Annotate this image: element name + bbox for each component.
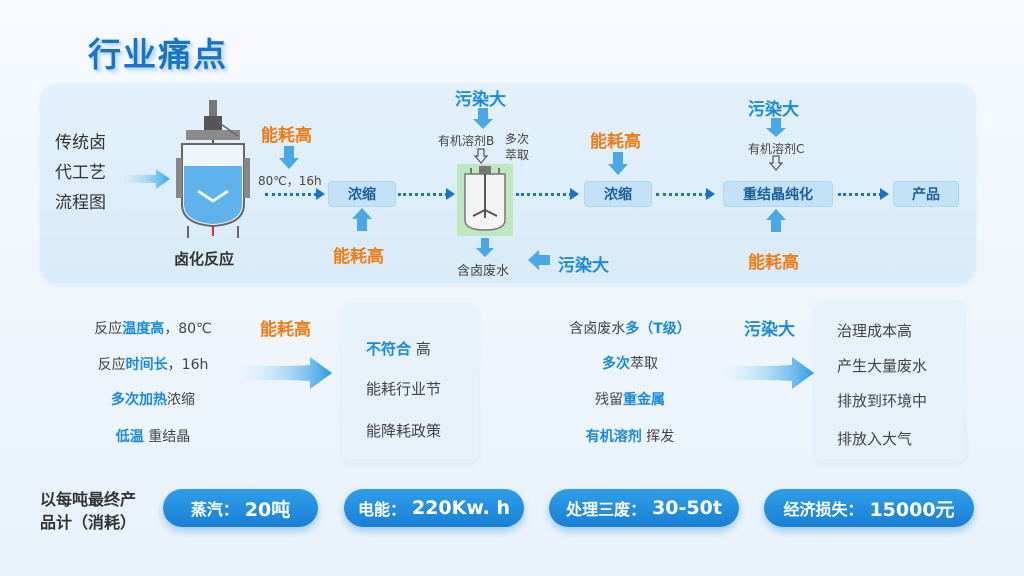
step-recrystallize: 重结晶纯化 bbox=[723, 181, 833, 207]
down-arrow-icon bbox=[476, 238, 494, 257]
reactor-label: 卤化反应 bbox=[174, 250, 235, 268]
left-arrow-icon bbox=[528, 250, 550, 270]
flow-dots-1 bbox=[265, 193, 317, 196]
energy-reason-3: 多次加热浓缩 bbox=[111, 392, 195, 408]
per-ton-label-line2: 品计（消耗） bbox=[40, 513, 137, 532]
multi-extract-label-1: 多次 bbox=[505, 132, 530, 146]
pollution-reason-4: 有机溶剂 挥发 bbox=[585, 429, 675, 445]
multi-extract-label-2: 萃取 bbox=[505, 148, 530, 162]
pollution-high-tag-1: 污染大 bbox=[455, 90, 506, 110]
pollution-reason-1: 含卤废水多（T级） bbox=[569, 321, 691, 337]
pollution-high-tag-2: 污染大 bbox=[558, 256, 609, 276]
pollution-high-summary-tag: 污染大 bbox=[744, 320, 795, 340]
solvent-c-label: 有机溶剂C bbox=[748, 142, 805, 156]
flow-dots-3 bbox=[516, 193, 572, 196]
steam-consumption-pill: 蒸汽：20吨 bbox=[163, 489, 318, 527]
energy-reason-2: 反应时间长，16h bbox=[97, 357, 209, 373]
flow-arrow-head-icon bbox=[446, 188, 455, 200]
energy-policy-line-1: 不符合 高 bbox=[366, 340, 431, 358]
reactor-icon bbox=[176, 100, 250, 238]
hollow-down-arrow-icon bbox=[769, 155, 783, 171]
down-arrow-icon bbox=[473, 108, 493, 129]
up-arrow-icon bbox=[766, 209, 786, 232]
step-concentrate-1: 浓缩 bbox=[328, 181, 396, 207]
pollution-high-tag-3: 污染大 bbox=[748, 100, 799, 120]
traditional-process-label-line2: 代工艺 bbox=[55, 163, 106, 183]
waste-treatment-pill: 处理三废：30-50t bbox=[549, 489, 739, 527]
flow-arrow-head-icon bbox=[706, 188, 715, 200]
energy-high-tag-3: 能耗高 bbox=[590, 132, 641, 152]
traditional-process-label-line3: 流程图 bbox=[55, 193, 106, 213]
energy-high-summary-tag: 能耗高 bbox=[260, 320, 311, 340]
flow-dots-5 bbox=[838, 193, 882, 196]
down-arrow-icon bbox=[279, 146, 299, 169]
solvent-b-label: 有机溶剂B bbox=[438, 134, 495, 148]
pollution-impact-line-1: 治理成本高 bbox=[837, 322, 913, 340]
pollution-impact-line-4: 排放入大气 bbox=[837, 430, 913, 448]
energy-high-tag-4: 能耗高 bbox=[748, 253, 799, 273]
energy-policy-card bbox=[342, 303, 478, 463]
per-ton-label-line1: 以每吨最终产 bbox=[40, 490, 137, 509]
big-right-arrow-icon bbox=[240, 357, 332, 389]
hollow-down-arrow-icon bbox=[474, 148, 488, 164]
flow-dots-4 bbox=[656, 193, 708, 196]
halogen-wastewater-label: 含卤废水 bbox=[457, 264, 510, 279]
energy-policy-line-2: 能耗行业节 bbox=[366, 380, 442, 398]
traditional-process-label-line1: 传统卤 bbox=[55, 133, 106, 153]
pollution-impact-line-3: 排放到环境中 bbox=[837, 392, 928, 410]
energy-reason-1: 反应温度高，80℃ bbox=[94, 321, 212, 337]
down-arrow-icon bbox=[608, 152, 628, 175]
pollution-reason-2: 多次萃取 bbox=[602, 356, 658, 372]
pollution-impact-line-2: 产生大量废水 bbox=[837, 357, 928, 375]
flow-arrow-head-icon bbox=[570, 188, 579, 200]
economic-loss-pill: 经济损失：15000元 bbox=[764, 489, 974, 527]
big-right-arrow-icon bbox=[722, 357, 814, 389]
energy-reason-4: 低温 重结晶 bbox=[115, 429, 191, 445]
reaction-condition: 80℃，16h bbox=[258, 174, 322, 188]
up-arrow-icon bbox=[352, 208, 372, 231]
energy-policy-line-3: 能降耗政策 bbox=[366, 422, 442, 440]
step-concentrate-2: 浓缩 bbox=[584, 181, 652, 207]
entry-arrow-icon bbox=[124, 169, 170, 189]
pollution-impact-card bbox=[815, 300, 965, 463]
page-title: 行业痛点 bbox=[88, 35, 228, 74]
flow-dots-2 bbox=[398, 193, 448, 196]
energy-high-tag-2: 能耗高 bbox=[333, 247, 384, 267]
energy-high-tag-1: 能耗高 bbox=[261, 126, 312, 146]
extraction-vessel-icon bbox=[457, 164, 513, 236]
flow-arrow-head-icon bbox=[880, 188, 889, 200]
flow-arrow-head-icon bbox=[316, 188, 325, 200]
electricity-consumption-pill: 电能：220Kw. h bbox=[344, 489, 524, 527]
down-arrow-icon bbox=[766, 118, 786, 137]
step-product: 产品 bbox=[893, 181, 959, 207]
pollution-reason-3: 残留重金属 bbox=[595, 392, 665, 408]
